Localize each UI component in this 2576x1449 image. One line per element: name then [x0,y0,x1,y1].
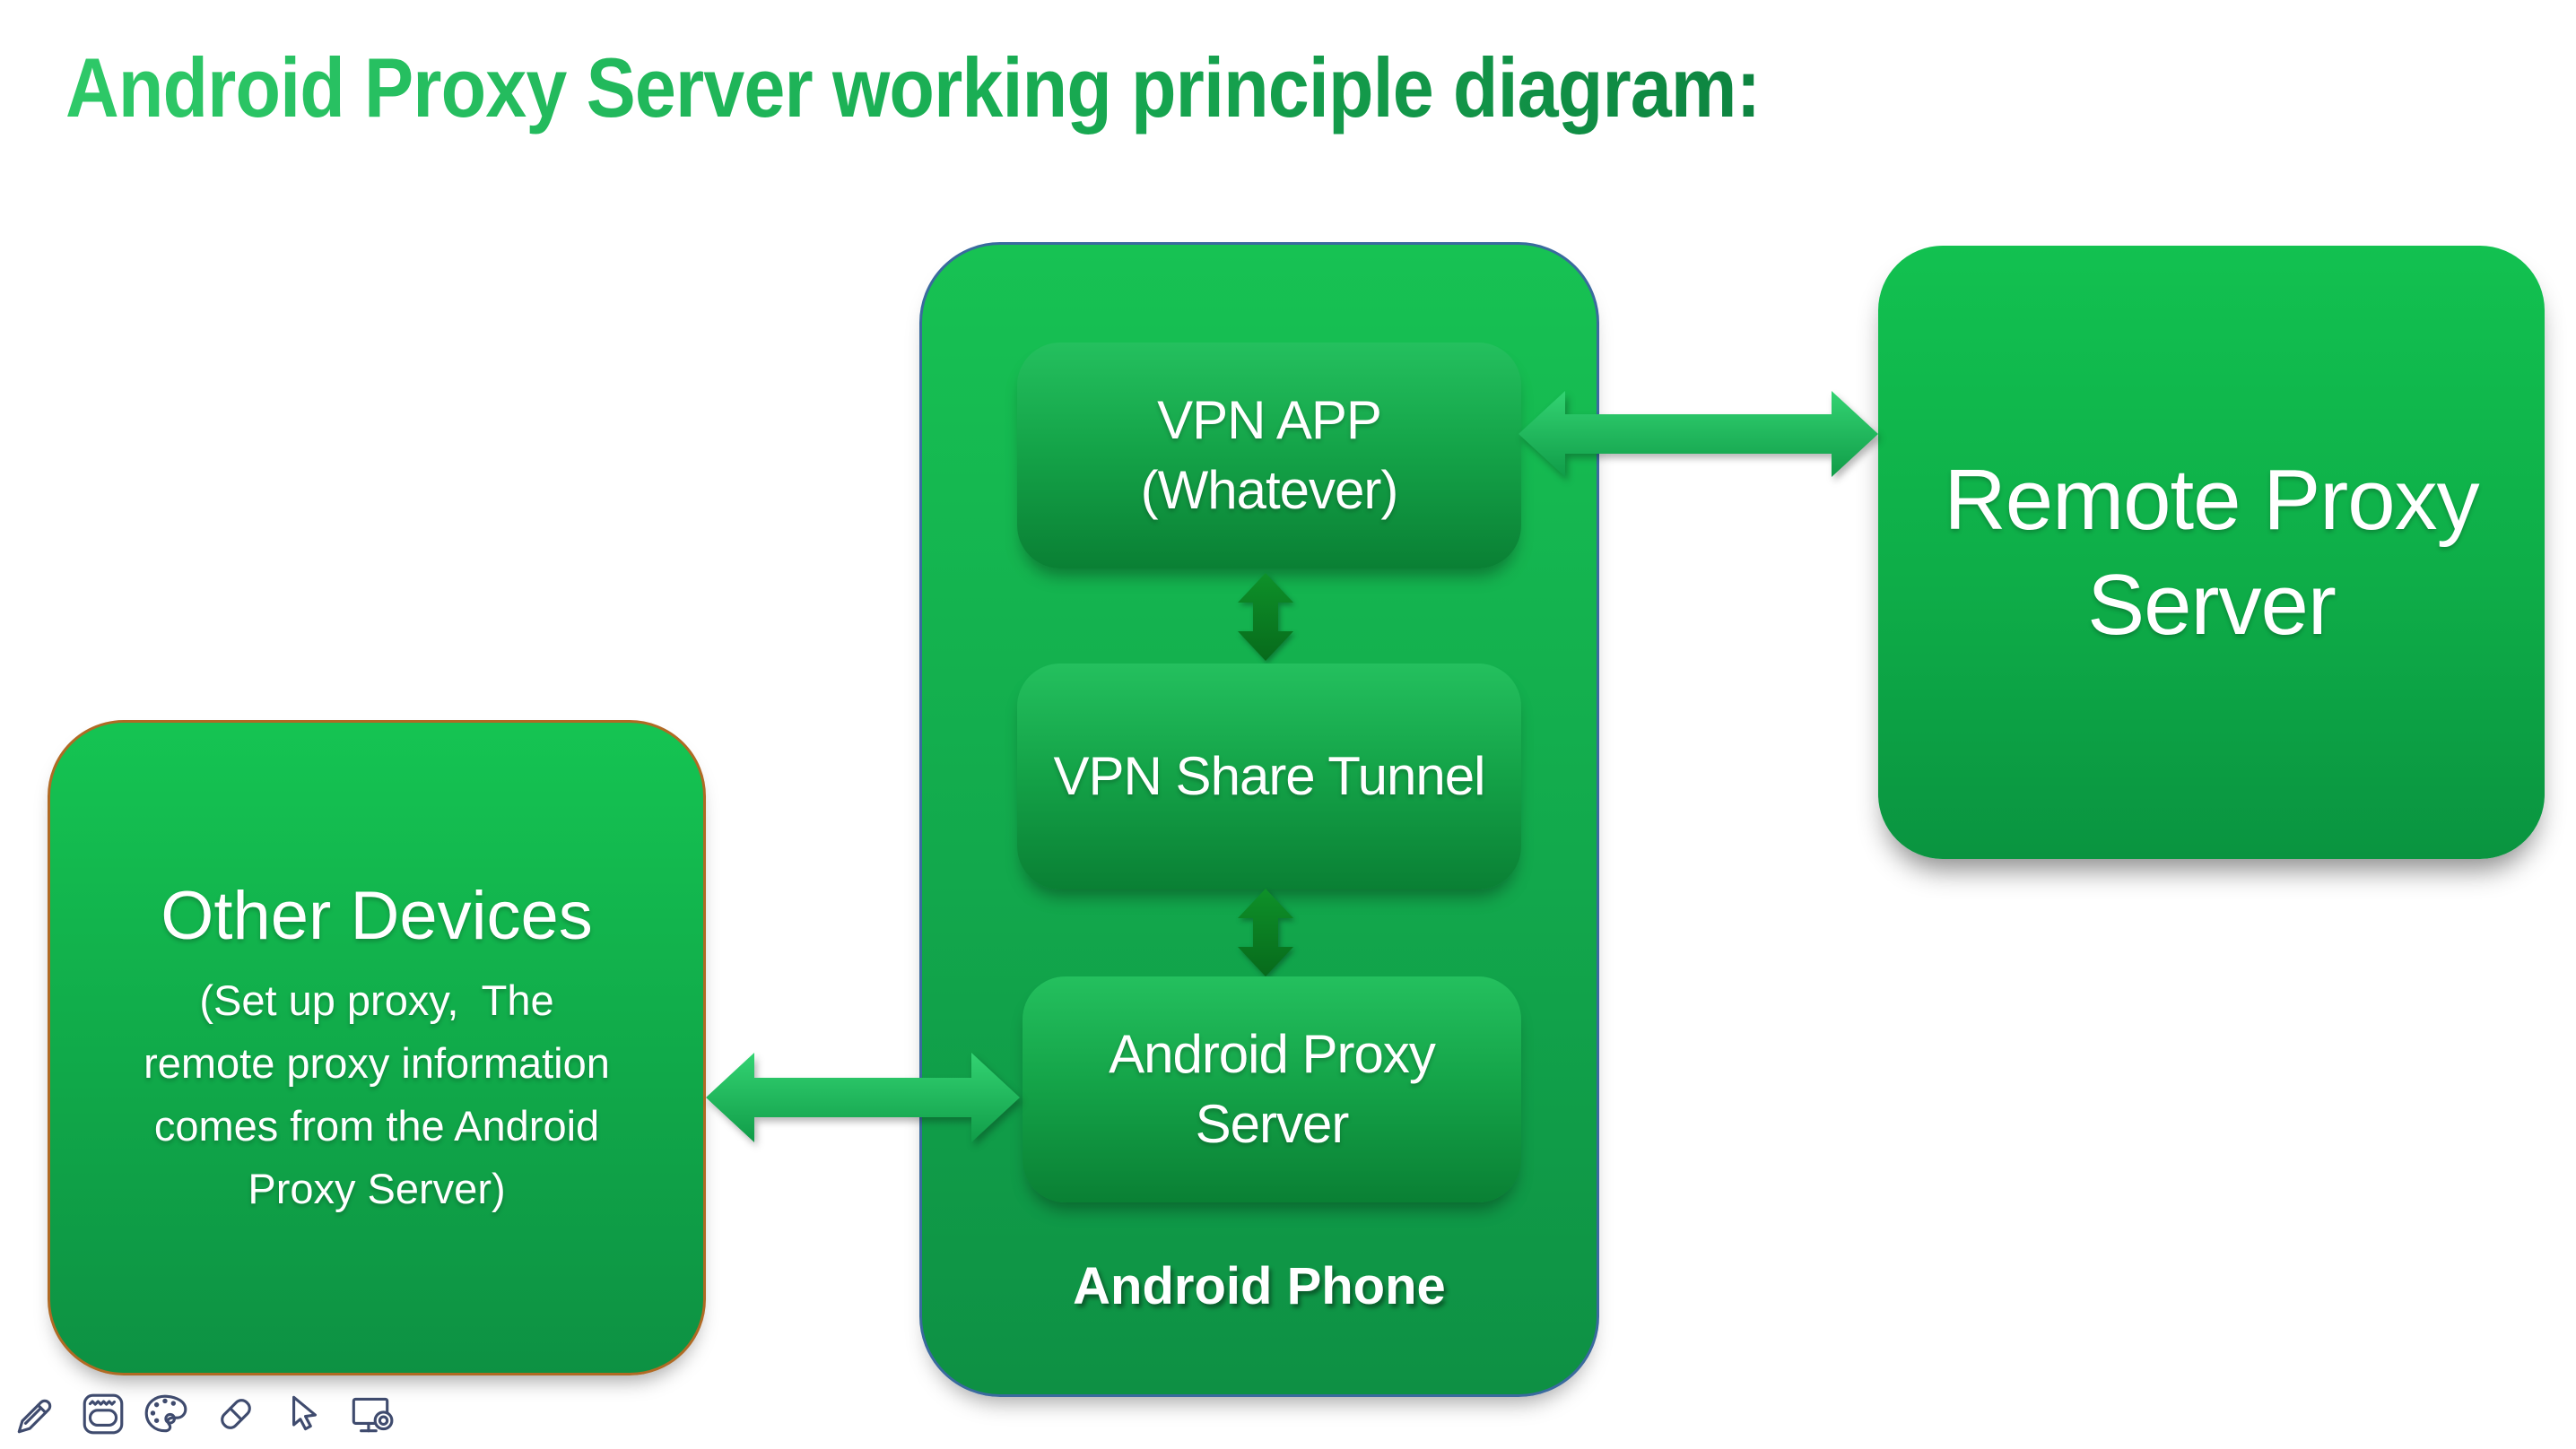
whiteboard-icon[interactable] [79,1390,127,1438]
other-devices-box: Other Devices (Set up proxy, The remote … [48,720,706,1375]
remote-proxy-server-label-line1: Remote Proxy [1944,451,2479,548]
vpn-share-tunnel-label: VPN Share Tunnel [1053,746,1486,806]
tunnel-proxy-bidirectional-arrow [1238,889,1293,976]
vpn-app-box: VPN APP (Whatever) [1017,343,1521,568]
other-devices-desc-line: (Set up proxy, The [199,976,554,1025]
android-phone-label: Android Phone [1073,1257,1446,1315]
vpnapp-remote-bidirectional-arrow [1519,391,1878,477]
page-title: Android Proxy Server working principle d… [65,40,1761,134]
eraser-icon[interactable] [212,1390,260,1438]
otherdevices-proxy-bidirectional-arrow [706,1053,1020,1142]
other-devices-desc-line: Proxy Server) [248,1165,506,1213]
remote-proxy-server-label-line2: Server [2087,557,2337,653]
pencil-icon[interactable] [13,1390,61,1438]
vpn-app-label-line2: (Whatever) [1140,460,1399,520]
android-phone-box: VPN APP (Whatever) VPN Share Tunnel An [919,242,1599,1397]
vpn-share-tunnel-box: VPN Share Tunnel [1017,664,1521,889]
drawing-toolbar [13,1388,405,1440]
other-devices-desc-line: remote proxy information [144,1039,610,1088]
vpn-app-label-line1: VPN APP [1157,390,1382,450]
remote-proxy-server-box: Remote Proxy Server [1878,246,2545,859]
android-proxy-server-label-line2: Server [1195,1094,1350,1154]
cursor-icon[interactable] [280,1390,328,1438]
android-proxy-server-box: Android Proxy Server [1023,976,1521,1202]
other-devices-desc-line: comes from the Android [153,1102,600,1150]
palette-icon[interactable] [142,1390,190,1438]
screen-record-icon[interactable] [346,1390,395,1438]
other-devices-title: Other Devices [161,877,593,954]
android-proxy-server-label-line1: Android Proxy [1109,1024,1436,1084]
vpn-app-tunnel-bidirectional-arrow [1238,573,1293,661]
other-devices-description: (Set up proxy, The remote proxy informat… [144,969,610,1220]
